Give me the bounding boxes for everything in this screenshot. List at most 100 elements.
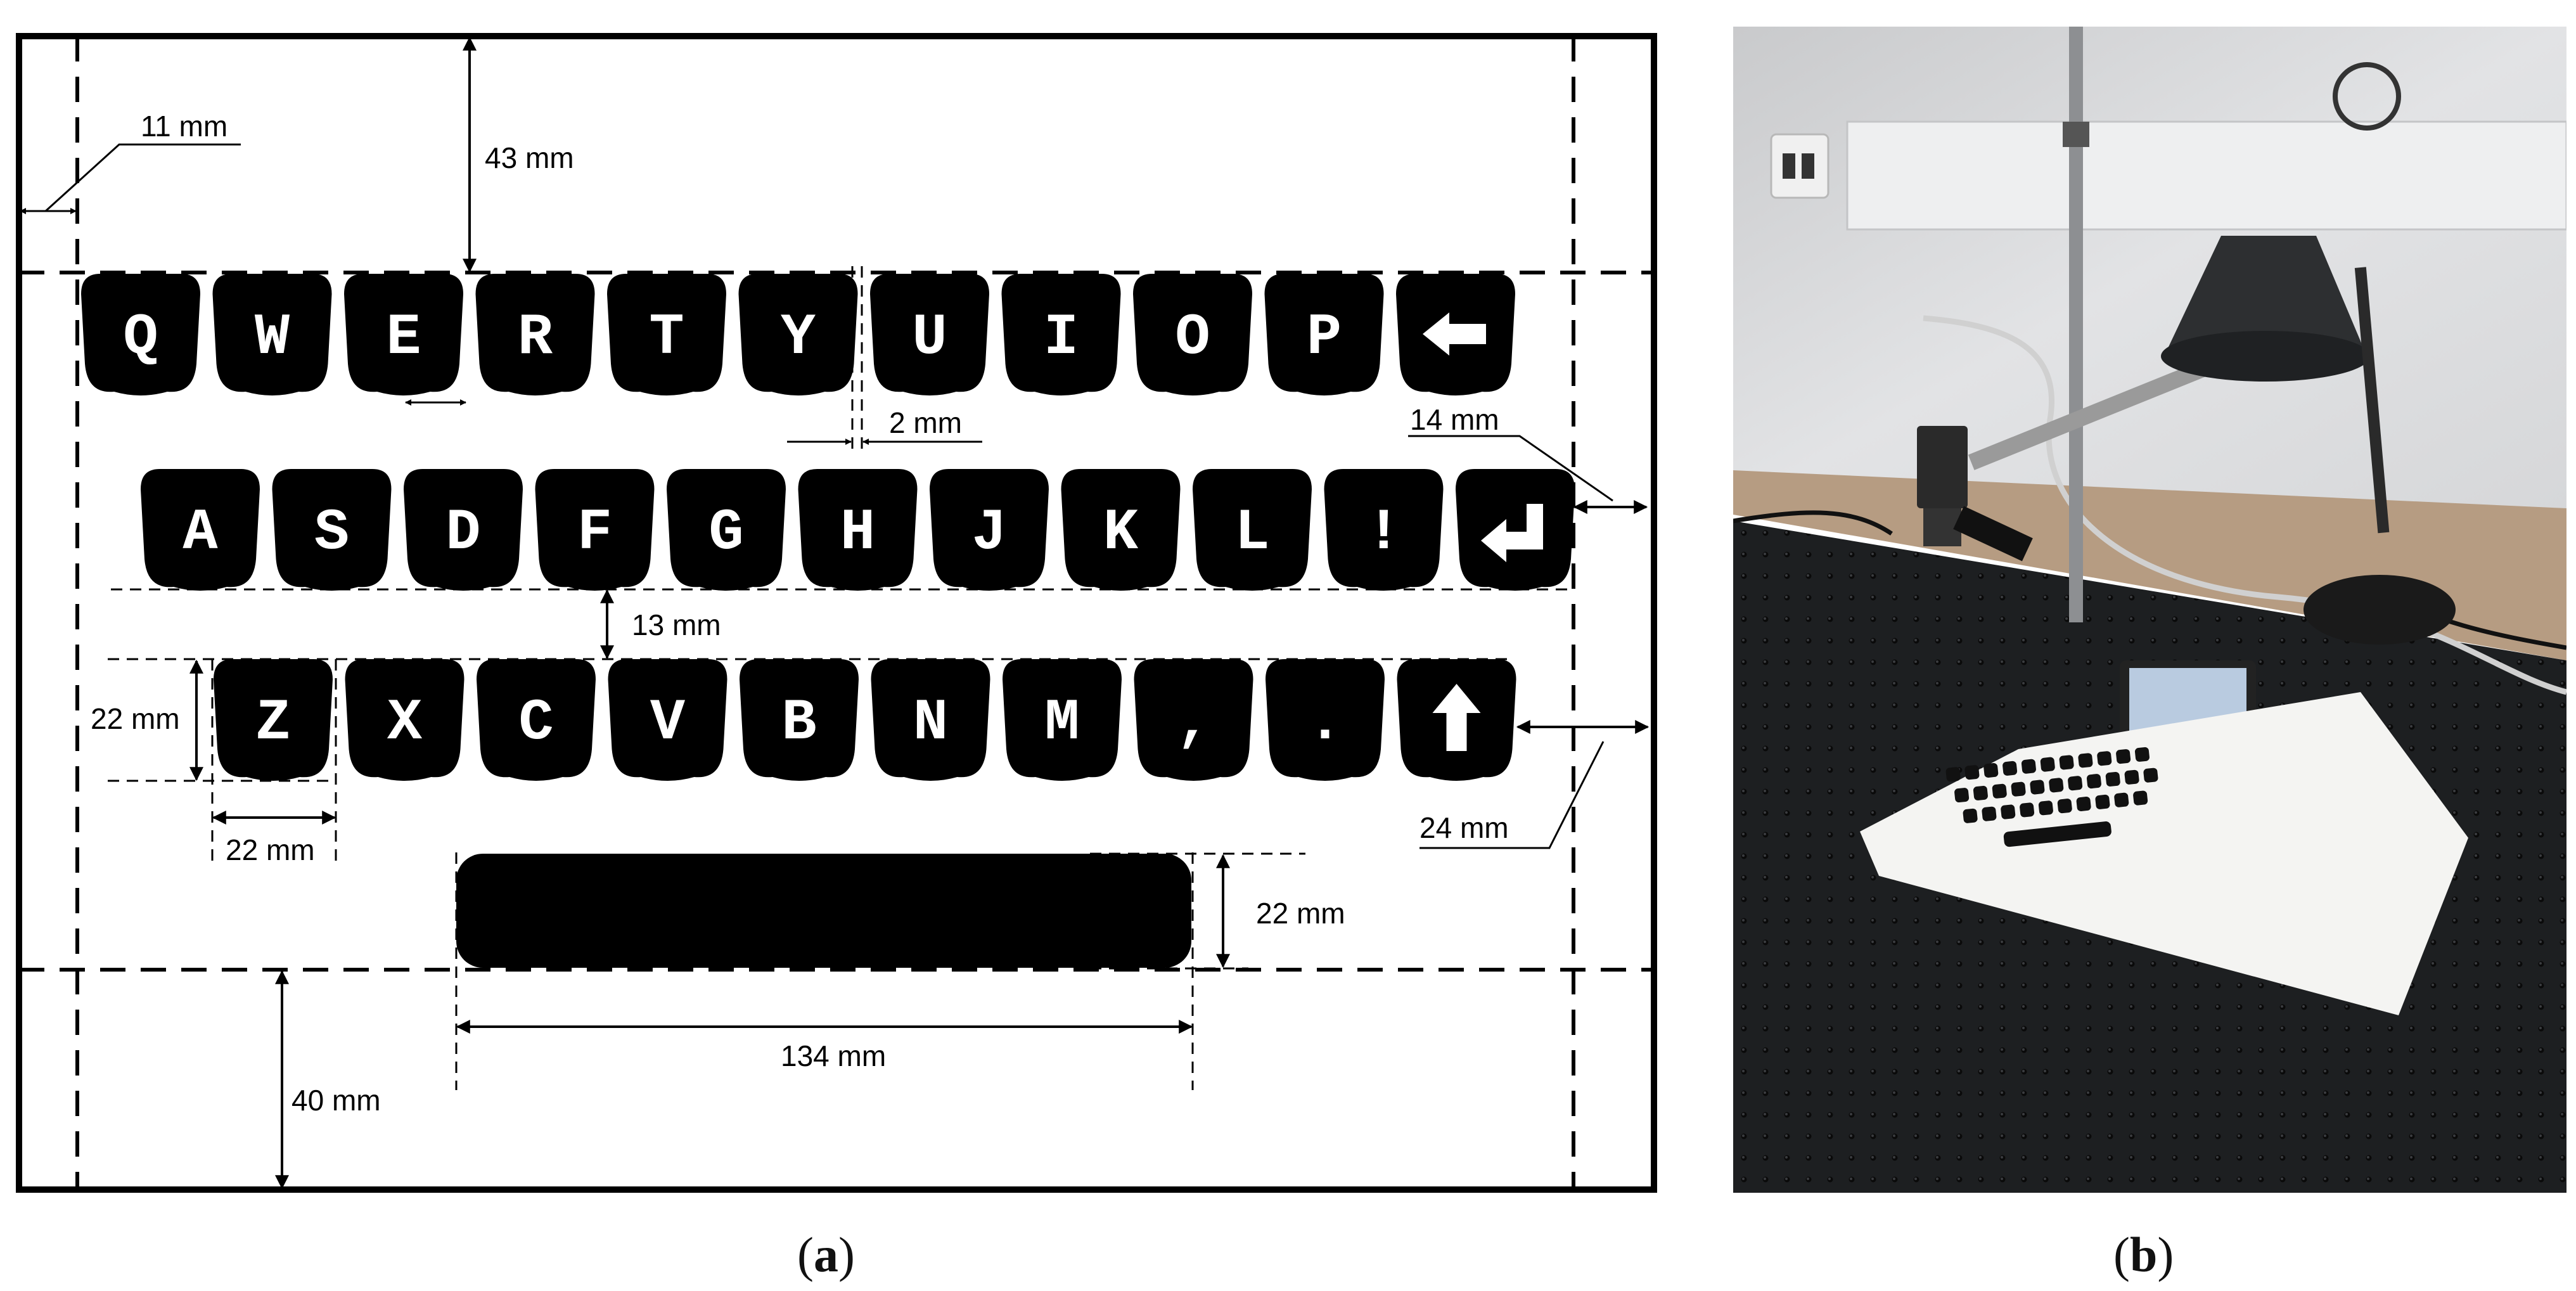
key-row3-0: Z <box>214 659 333 781</box>
key-row1-5: Y <box>738 274 858 395</box>
key-shape <box>738 274 858 395</box>
wall <box>1733 27 2566 508</box>
key-label: B <box>781 690 816 756</box>
leader-side-margin <box>44 143 241 212</box>
key-shape <box>141 469 260 591</box>
key-row1-1: W <box>212 274 332 395</box>
key-shape <box>1133 274 1252 395</box>
lamp-base <box>2304 575 2456 645</box>
key-shape <box>1266 659 1385 781</box>
key-shape <box>477 659 596 781</box>
key-label: F <box>577 499 612 566</box>
key-shape <box>1001 274 1121 395</box>
label-bottom-margin: 40 mm <box>292 1084 381 1117</box>
key-shape <box>667 469 786 591</box>
key-row3-4: B <box>740 659 859 781</box>
key-label: P <box>1307 304 1342 371</box>
key-shape <box>404 469 523 591</box>
key-row3-8: . <box>1266 659 1385 781</box>
shift-arrow-icon <box>1432 684 1481 751</box>
key-label: R <box>518 304 553 371</box>
key-row1-8: O <box>1133 274 1252 395</box>
key-shape <box>214 659 333 781</box>
key-label: K <box>1103 499 1139 566</box>
space-bar <box>456 854 1191 968</box>
key-shape <box>1264 274 1384 395</box>
key-row2-0: A <box>141 469 260 591</box>
key-shape <box>871 659 990 781</box>
key-row1-6: U <box>870 274 989 395</box>
key-label: X <box>387 690 423 756</box>
key-row1-3: R <box>475 274 595 395</box>
key-shape <box>608 659 727 781</box>
guide-lines <box>19 36 1654 1190</box>
caption-a-letter: a <box>813 1227 838 1282</box>
key-label: U <box>912 304 947 371</box>
camera-arm <box>1968 355 2221 470</box>
key-label: H <box>840 499 875 566</box>
key-row3-1: X <box>345 659 465 781</box>
key-row3-2: C <box>477 659 596 781</box>
key-label: G <box>708 499 743 566</box>
key-shape <box>81 274 200 395</box>
key-label: I <box>1044 304 1079 371</box>
lamp-ring <box>2333 62 2401 131</box>
key-row1-10 <box>1396 274 1515 395</box>
enter-icon <box>1481 504 1543 562</box>
key-label: T <box>649 304 684 371</box>
caption-b-letter: b <box>2129 1227 2158 1282</box>
key-row1-9: P <box>1264 274 1384 395</box>
label-key-height: 22 mm <box>91 702 180 735</box>
lamp-shade <box>2164 236 2367 356</box>
key-shape <box>1324 469 1444 591</box>
camera <box>1917 426 1968 508</box>
key-label: Y <box>781 304 816 371</box>
label-key-width: 22 mm <box>226 833 315 866</box>
key-label: W <box>255 304 290 371</box>
key-row2-8: L <box>1193 469 1312 591</box>
key-label: O <box>1175 304 1210 371</box>
label-side-margin: 11 mm <box>141 110 227 143</box>
key-row2-10 <box>1456 469 1575 591</box>
leader-right-margin-row3 <box>1419 741 1605 849</box>
key-label: ! <box>1366 499 1401 566</box>
label-space-height: 22 mm <box>1256 897 1345 930</box>
paper-keys <box>1945 747 2158 847</box>
key-row2-3: F <box>535 469 655 591</box>
key-shape <box>475 274 595 395</box>
key-row3-6: M <box>1003 659 1122 781</box>
label-row-gap: 13 mm <box>632 608 721 641</box>
key-label: Q <box>123 304 158 371</box>
key-shape <box>212 274 332 395</box>
key-label: J <box>971 499 1006 566</box>
key-label: N <box>913 690 948 756</box>
key-row2-4: G <box>667 469 786 591</box>
wall-panel <box>1846 120 2566 231</box>
label-right-margin-row3: 24 mm <box>1419 811 1509 844</box>
key-row2-1: S <box>272 469 392 591</box>
key-row3-7: , <box>1134 659 1253 781</box>
key-shape <box>870 274 989 395</box>
key-label: A <box>183 499 218 566</box>
label-right-margin-row2: 14 mm <box>1410 403 1499 436</box>
key-shape <box>607 274 726 395</box>
key-shape <box>930 469 1049 591</box>
key-row2-7: K <box>1061 469 1181 591</box>
key-label: M <box>1044 690 1079 756</box>
leader-right-margin-row2 <box>1408 435 1613 502</box>
key-row2-2: D <box>404 469 523 591</box>
key-label: Z <box>255 690 290 756</box>
key-shape <box>1061 469 1181 591</box>
key-row3-5: N <box>871 659 990 781</box>
key-label: C <box>518 690 553 756</box>
key-row3-3: V <box>608 659 727 781</box>
label-key-gap: 2 mm <box>889 406 962 439</box>
label-top-margin: 43 mm <box>485 141 574 174</box>
key-row1-7: I <box>1001 274 1121 395</box>
key-shape <box>1003 659 1122 781</box>
key-label: D <box>445 499 480 566</box>
backspace-icon <box>1423 312 1486 356</box>
key-shape <box>535 469 655 591</box>
key-shape <box>344 274 463 395</box>
